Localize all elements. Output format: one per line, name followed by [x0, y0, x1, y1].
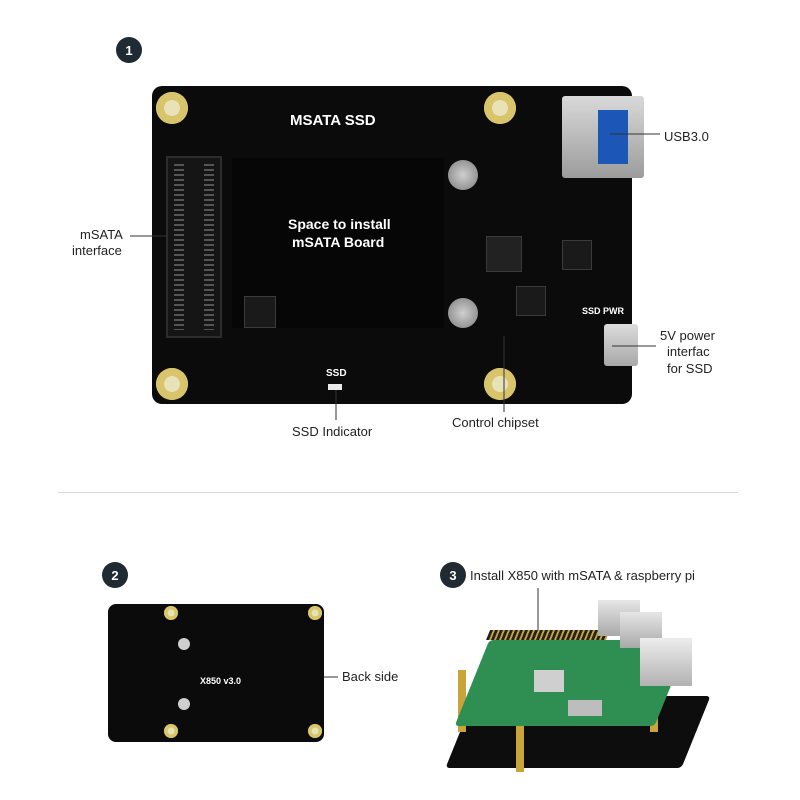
space-text-line2: mSATA Board: [292, 234, 385, 250]
power-label-line2: interfac: [667, 344, 710, 359]
step-3-badge: 3: [440, 562, 466, 588]
micro-usb-power-port: [604, 324, 638, 366]
chip: [244, 296, 276, 328]
step-2-number: 2: [111, 567, 119, 583]
brass-standoff: [458, 670, 466, 732]
step-2-badge: 2: [102, 562, 128, 588]
assembled-stack-photo: [445, 600, 711, 776]
board-title: MSATA SSD: [290, 112, 376, 129]
chip: [516, 286, 546, 316]
main-board-top: MSATA SSD Space to install mSATA Board S…: [152, 86, 644, 404]
mounting-hole-icon: [156, 368, 188, 400]
standoff-icon: [448, 160, 478, 190]
mounting-hole-icon: [164, 724, 178, 738]
ssd-led: [328, 384, 342, 390]
standoff-icon: [178, 638, 190, 650]
mounting-hole-icon: [308, 724, 322, 738]
board-back-silk: X850 v3.0: [200, 676, 242, 686]
power-label-line3: for SSD: [667, 361, 713, 376]
mounting-hole-icon: [484, 92, 516, 124]
msata-label-line1: mSATA: [80, 227, 123, 242]
usb-label: USB3.0: [664, 129, 709, 144]
install-label: Install X850 with mSATA & raspberry pi: [470, 568, 695, 583]
control-chipset: [486, 236, 522, 272]
control-chipset-label: Control chipset: [452, 415, 539, 430]
standoff-icon: [178, 698, 190, 710]
mounting-hole-icon: [308, 606, 322, 620]
gpio-header: [485, 630, 611, 640]
ethernet-port-icon: [640, 638, 692, 686]
brass-standoff: [516, 710, 524, 772]
usb3-port: [562, 96, 644, 178]
ssd-indicator-label: SSD Indicator: [292, 424, 373, 439]
back-side-label: Back side: [342, 669, 399, 684]
hdmi-port-icon: [568, 700, 602, 716]
standoff-icon: [448, 298, 478, 328]
ssd-silk: SSD: [326, 368, 347, 379]
section-divider: [58, 492, 738, 493]
mounting-hole-icon: [164, 606, 178, 620]
step-1-number: 1: [125, 42, 133, 58]
mounting-hole-icon: [484, 368, 516, 400]
chip: [562, 240, 592, 270]
space-text-line1: Space to install: [288, 216, 391, 232]
step-3-number: 3: [449, 567, 457, 583]
msata-connector: [166, 156, 222, 338]
mounting-hole-icon: [156, 92, 188, 124]
msata-label-line2: interface: [72, 243, 122, 258]
step-1-badge: 1: [116, 37, 142, 63]
board-back-side: X850 v3.0: [108, 604, 324, 742]
power-label-line1: 5V power: [660, 328, 715, 343]
soc-chip: [534, 670, 564, 692]
ssd-pwr-silk: SSD PWR: [582, 306, 625, 316]
